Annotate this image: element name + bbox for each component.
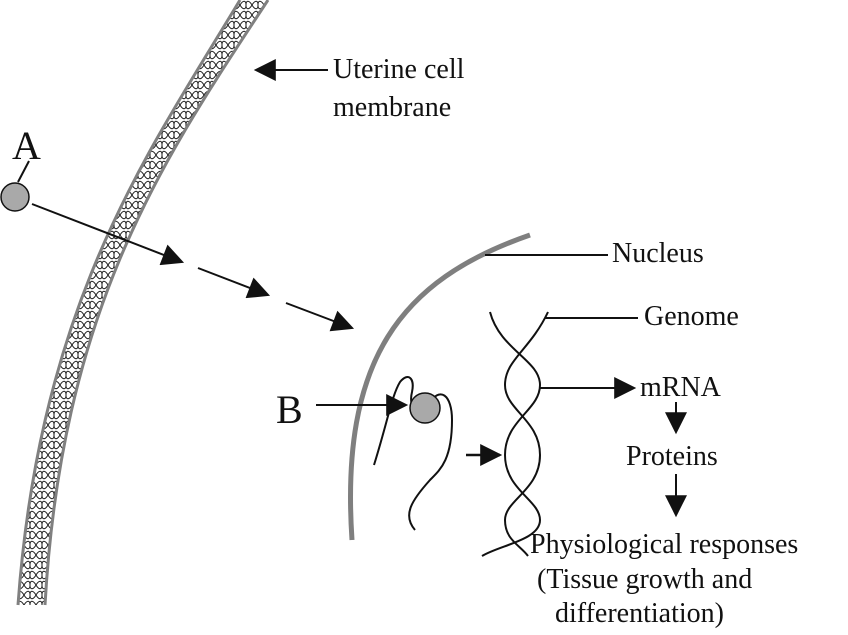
hormone-a bbox=[0, 182, 30, 212]
nucleus-envelope bbox=[348, 232, 531, 541]
label-responses: Physiological responses bbox=[530, 529, 799, 560]
uterine-cell-membrane bbox=[16, 0, 270, 606]
label-a: A bbox=[12, 123, 41, 168]
label-genome: Genome bbox=[644, 301, 739, 332]
hormone-receptor-complex-b bbox=[409, 392, 441, 424]
label-nucleus: Nucleus bbox=[612, 238, 704, 269]
genome-dna bbox=[481, 311, 549, 557]
label-responses-detail-line1: (Tissue growth and bbox=[537, 564, 753, 595]
label-proteins: Proteins bbox=[626, 441, 718, 472]
hormone-a-leader bbox=[17, 160, 30, 183]
label-membrane-line1: Uterine cell bbox=[333, 54, 465, 85]
label-mrna: mRNA bbox=[640, 372, 721, 403]
label-membrane-line2: membrane bbox=[333, 92, 452, 123]
label-b: B bbox=[276, 387, 303, 432]
hormone-entry-path bbox=[31, 203, 355, 332]
label-responses-detail-line2: differentiation) bbox=[555, 598, 724, 629]
